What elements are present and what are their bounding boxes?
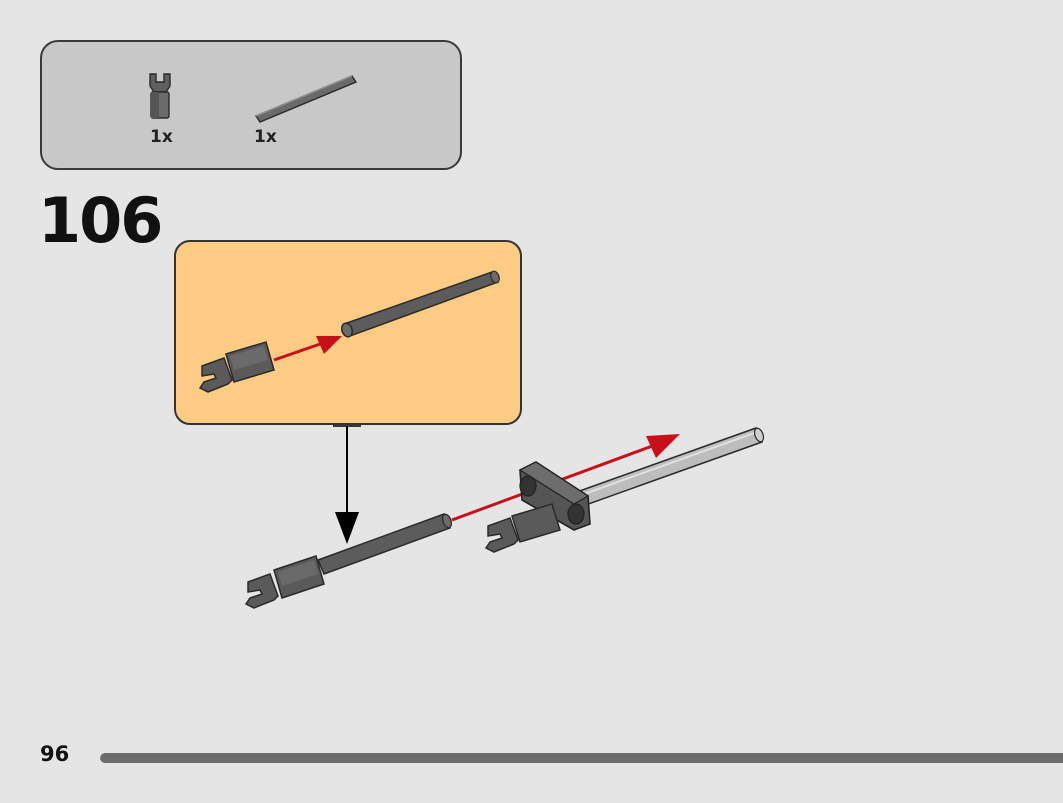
clip-icon xyxy=(244,555,325,609)
clip-icon xyxy=(198,341,275,393)
axle-icon xyxy=(254,75,358,123)
clip-icon xyxy=(484,503,561,553)
page-number: 96 xyxy=(40,742,70,766)
sub-assembly-illustration xyxy=(198,270,500,393)
red-arrow-icon xyxy=(273,336,342,362)
step-number: 106 xyxy=(38,184,163,257)
parts-list-box: 1x 1x xyxy=(40,40,462,170)
axle-part-count: 1x xyxy=(254,127,277,147)
clip-icon xyxy=(149,73,171,119)
progress-bar xyxy=(100,753,1063,763)
clip-part-count: 1x xyxy=(150,127,173,147)
sub-assembly-callout xyxy=(174,240,522,425)
progress-bar-fill xyxy=(100,753,1063,763)
bracket-part xyxy=(518,461,591,531)
down-arrow-icon xyxy=(333,425,361,544)
